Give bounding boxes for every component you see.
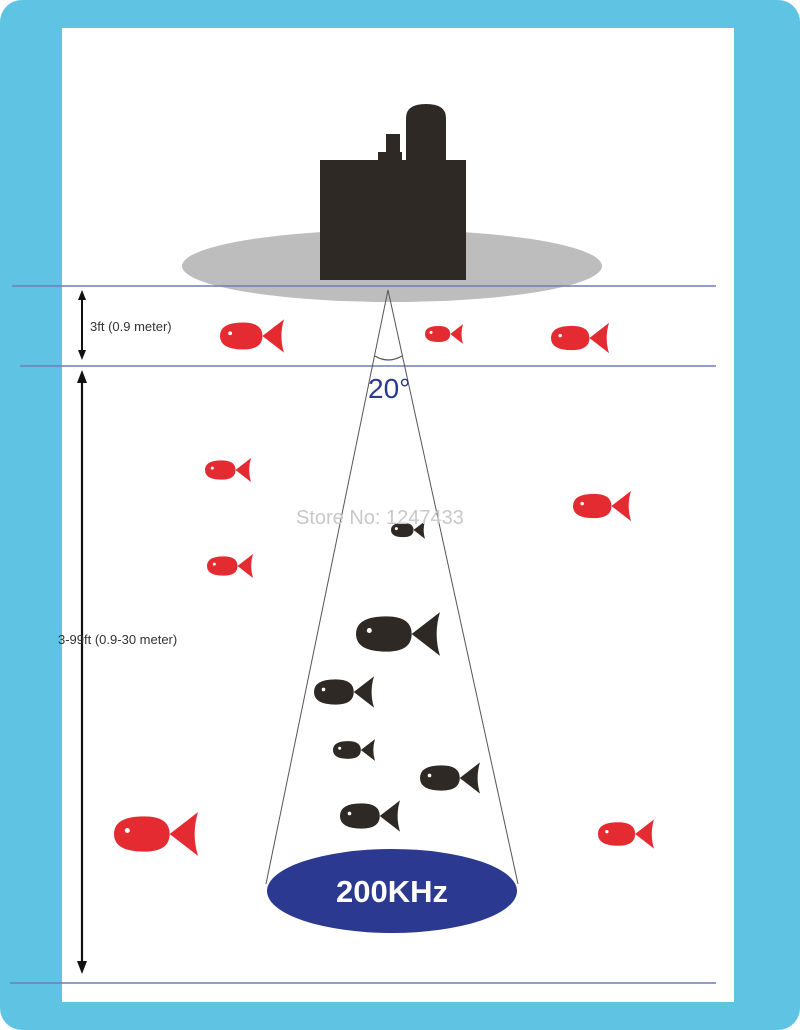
- fish-icon: [391, 521, 425, 539]
- beam-left-edge: [265, 289, 389, 885]
- fish-eye: [429, 330, 433, 334]
- fish-icon: [114, 812, 198, 856]
- double-arrow-icon: [77, 370, 87, 974]
- fish-icon: [340, 800, 400, 832]
- fish-icon: [220, 319, 284, 353]
- beam-angle-arc: [374, 355, 403, 361]
- fish-icon: [551, 322, 609, 354]
- fish-eye: [210, 466, 214, 470]
- fish-eye: [347, 811, 352, 816]
- fish-eye: [338, 746, 342, 750]
- transducer-frequency-ellipse: [267, 849, 517, 933]
- fish-eye: [394, 527, 398, 531]
- fish-eye: [321, 687, 326, 692]
- fish-icon: [333, 739, 375, 761]
- fish-eye: [124, 827, 130, 833]
- fish-eye: [580, 501, 584, 506]
- fish-eye: [427, 773, 432, 778]
- fish-icon: [420, 762, 480, 794]
- depth-top-label: 3ft (0.9 meter): [90, 319, 172, 334]
- fish-icon: [425, 324, 463, 344]
- boat-icon: [320, 104, 466, 280]
- frequency-label: 200KHz: [336, 874, 448, 909]
- fish-eye: [212, 562, 216, 566]
- beam-right-edge: [387, 289, 519, 885]
- beam-angle-label: 20°: [368, 373, 410, 404]
- depth-range-label: 3-99ft (0.9-30 meter): [58, 632, 177, 647]
- fish-icon: [356, 612, 440, 656]
- fish-icon: [573, 490, 631, 522]
- fish-icon: [207, 554, 253, 578]
- fish-eye: [605, 829, 609, 834]
- fish-icon: [314, 676, 374, 708]
- double-arrow-icon: [78, 290, 86, 360]
- fish-eye: [558, 333, 562, 338]
- fish-icon: [205, 458, 251, 482]
- fish-icon: [598, 819, 654, 849]
- fish-eye: [228, 331, 233, 336]
- store-watermark: Store No: 1247433: [296, 507, 464, 529]
- fish-eye: [366, 627, 372, 633]
- fish-layer: [114, 319, 654, 856]
